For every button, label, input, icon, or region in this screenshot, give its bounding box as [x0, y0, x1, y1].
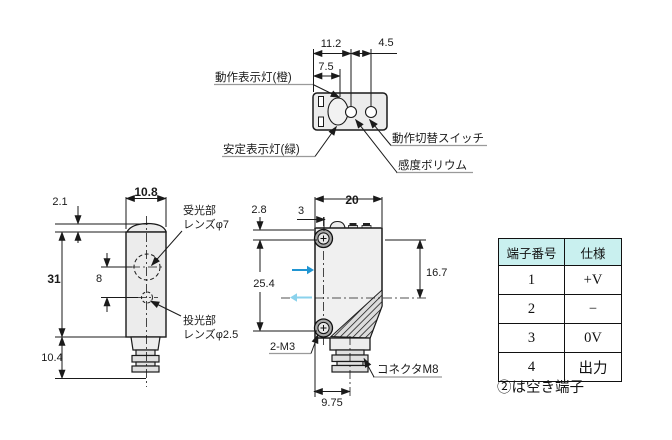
- label-emitter-line1: 投光部: [183, 313, 216, 327]
- front-view-dimension-lines: [253, 195, 426, 397]
- dim-2-1: 2.1: [52, 196, 67, 208]
- label-receiver-line2: レンズφ7: [183, 217, 229, 231]
- terminal-spec: 出力: [564, 352, 622, 382]
- table-row: 4 出力: [498, 352, 622, 382]
- terminal-no: 3: [498, 323, 565, 353]
- emitter-lens-circle: [141, 291, 153, 304]
- terminal-table-header-spec: 仕様: [564, 238, 622, 266]
- side-view-housing: [125, 231, 167, 338]
- dim-10-4: 10.4: [41, 352, 62, 364]
- front-view-label-underlines: [269, 352, 442, 378]
- label-mode-switch: 動作切替スイッチ: [392, 131, 484, 145]
- front-view-leader-lines: [310, 333, 375, 378]
- front-view-dome: [329, 220, 346, 229]
- terminal-no: 2: [498, 294, 565, 324]
- top-view: 11.2 4.5 7.5 動作表示灯(橙) 安定表示灯(緑) 動作切替スイッチ …: [214, 37, 487, 174]
- table-row: 3 0V: [498, 323, 622, 353]
- terminal-spec: +V: [564, 265, 622, 295]
- dim-4-5: 4.5: [378, 37, 393, 49]
- top-view-leader-lines: [312, 84, 398, 173]
- receiver-lens-circle: [133, 253, 161, 281]
- dim-2-8: 2.8: [251, 204, 266, 216]
- terminal-no: 4: [498, 352, 565, 382]
- label-sensitivity-pot: 感度ボリウム: [398, 158, 467, 172]
- dim-20: 20: [345, 193, 359, 207]
- side-view: 10.8 2.1 31 8 10.4 受光部 レンズφ7 投光部 レンズφ2.5: [41, 185, 238, 387]
- terminal-table-header-no: 端子番号: [498, 238, 565, 266]
- dim-3: 3: [298, 205, 304, 217]
- dim-10-8: 10.8: [134, 185, 158, 199]
- top-view-slot-upper: [318, 96, 324, 107]
- dim-25-4: 25.4: [253, 278, 274, 290]
- terminal-spec: 0V: [564, 323, 622, 353]
- terminal-spec: −: [564, 294, 622, 324]
- table-row: 1 +V: [498, 265, 622, 295]
- returned-beam-arrow: [290, 293, 312, 302]
- label-operation-indicator: 動作表示灯(橙): [215, 70, 292, 84]
- dim-7-5: 7.5: [318, 61, 333, 73]
- terminal-table-note: ②は空き端子: [497, 380, 584, 396]
- mounting-screw-top: [313, 228, 334, 249]
- dim-31: 31: [47, 272, 61, 286]
- dim-11-2: 11.2: [321, 38, 342, 50]
- top-view-label-underlines: [214, 83, 487, 174]
- side-view-connector-rings: [131, 349, 160, 373]
- side-view-centerlines: [131, 216, 164, 387]
- side-view-connector-neck: [130, 336, 161, 351]
- side-view-dimension-lines: [55, 195, 167, 380]
- mode-switch-circle: [364, 105, 378, 119]
- side-view-leader-lines: [149, 230, 183, 317]
- terminal-table: 端子番号 仕様 1 +V 2 − 3 0V 4 出力: [498, 238, 622, 382]
- sensitivity-pot-circle: [344, 105, 358, 119]
- dim-8: 8: [96, 273, 102, 285]
- front-view: 20 2.8 3 25.4 16.7 9.75 2-M3 コネクタM8: [251, 193, 447, 409]
- table-row: 2 −: [498, 294, 622, 324]
- label-emitter-line2: レンズφ2.5: [183, 327, 238, 341]
- mounting-screw-bottom: [313, 318, 334, 338]
- terminal-no: 1: [498, 265, 565, 295]
- label-connector-m8: コネクタM8: [377, 363, 439, 376]
- terminal-table-header-row: 端子番号 仕様: [498, 238, 622, 266]
- label-stability-indicator: 安定表示灯(緑): [223, 142, 300, 156]
- label-receiver-line1: 受光部: [183, 203, 216, 217]
- label-screws-2m3: 2-M3: [270, 341, 295, 353]
- top-view-slot-lower: [318, 116, 324, 127]
- dim-16-7: 16.7: [426, 267, 447, 279]
- dim-9-75: 9.75: [321, 397, 342, 409]
- emitted-beam-arrow: [292, 265, 314, 275]
